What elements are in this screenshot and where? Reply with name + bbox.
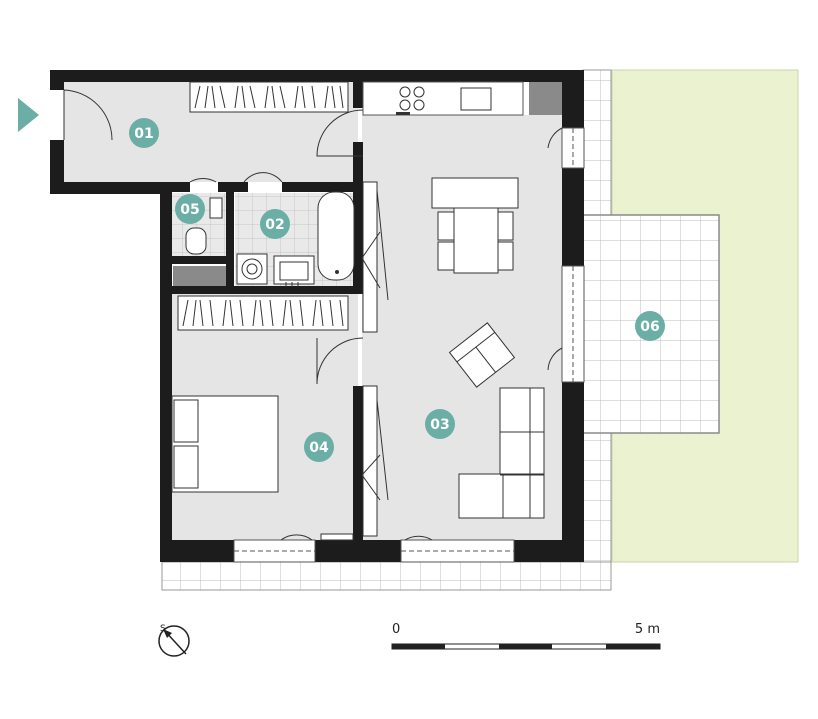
room-label-05: 05	[180, 202, 199, 218]
room-badge-04: 04	[304, 432, 334, 462]
wardrobe-hall	[189, 81, 349, 113]
room-label-03: 03	[430, 417, 449, 433]
room-badge-05: 05	[175, 194, 205, 224]
room-badge-01: 01	[129, 118, 159, 148]
scale-bar: 0 5 m	[391, 622, 661, 650]
room-badge-03: 03	[425, 409, 455, 439]
sliding-panels	[361, 181, 389, 537]
terrace-strip-south	[161, 561, 612, 591]
scale-start-label: 0	[392, 622, 400, 637]
room-badge-06: 06	[635, 311, 665, 341]
bed	[171, 395, 279, 493]
window-shelf	[320, 533, 354, 541]
toilet	[185, 197, 223, 255]
room-label-01: 01	[134, 126, 153, 142]
north-compass-icon: S	[158, 624, 190, 657]
sofa	[458, 387, 545, 519]
doors	[63, 89, 563, 541]
scale-end-label: 5 m	[635, 622, 660, 637]
room-label-06: 06	[640, 319, 659, 335]
room-badge-02: 02	[260, 209, 290, 239]
room-label-02: 02	[265, 217, 284, 233]
kitchen-counter	[362, 81, 562, 116]
windows	[233, 127, 585, 563]
dining-table	[431, 177, 519, 274]
bathroom-fixtures	[236, 191, 355, 287]
room-label-04: 04	[309, 440, 329, 456]
entrance-arrow-icon	[18, 98, 39, 132]
compass-north-label: S	[160, 624, 166, 634]
storage-block	[173, 266, 226, 286]
walls	[50, 70, 584, 562]
wardrobe-bedroom	[177, 295, 349, 331]
armchair	[448, 322, 516, 388]
